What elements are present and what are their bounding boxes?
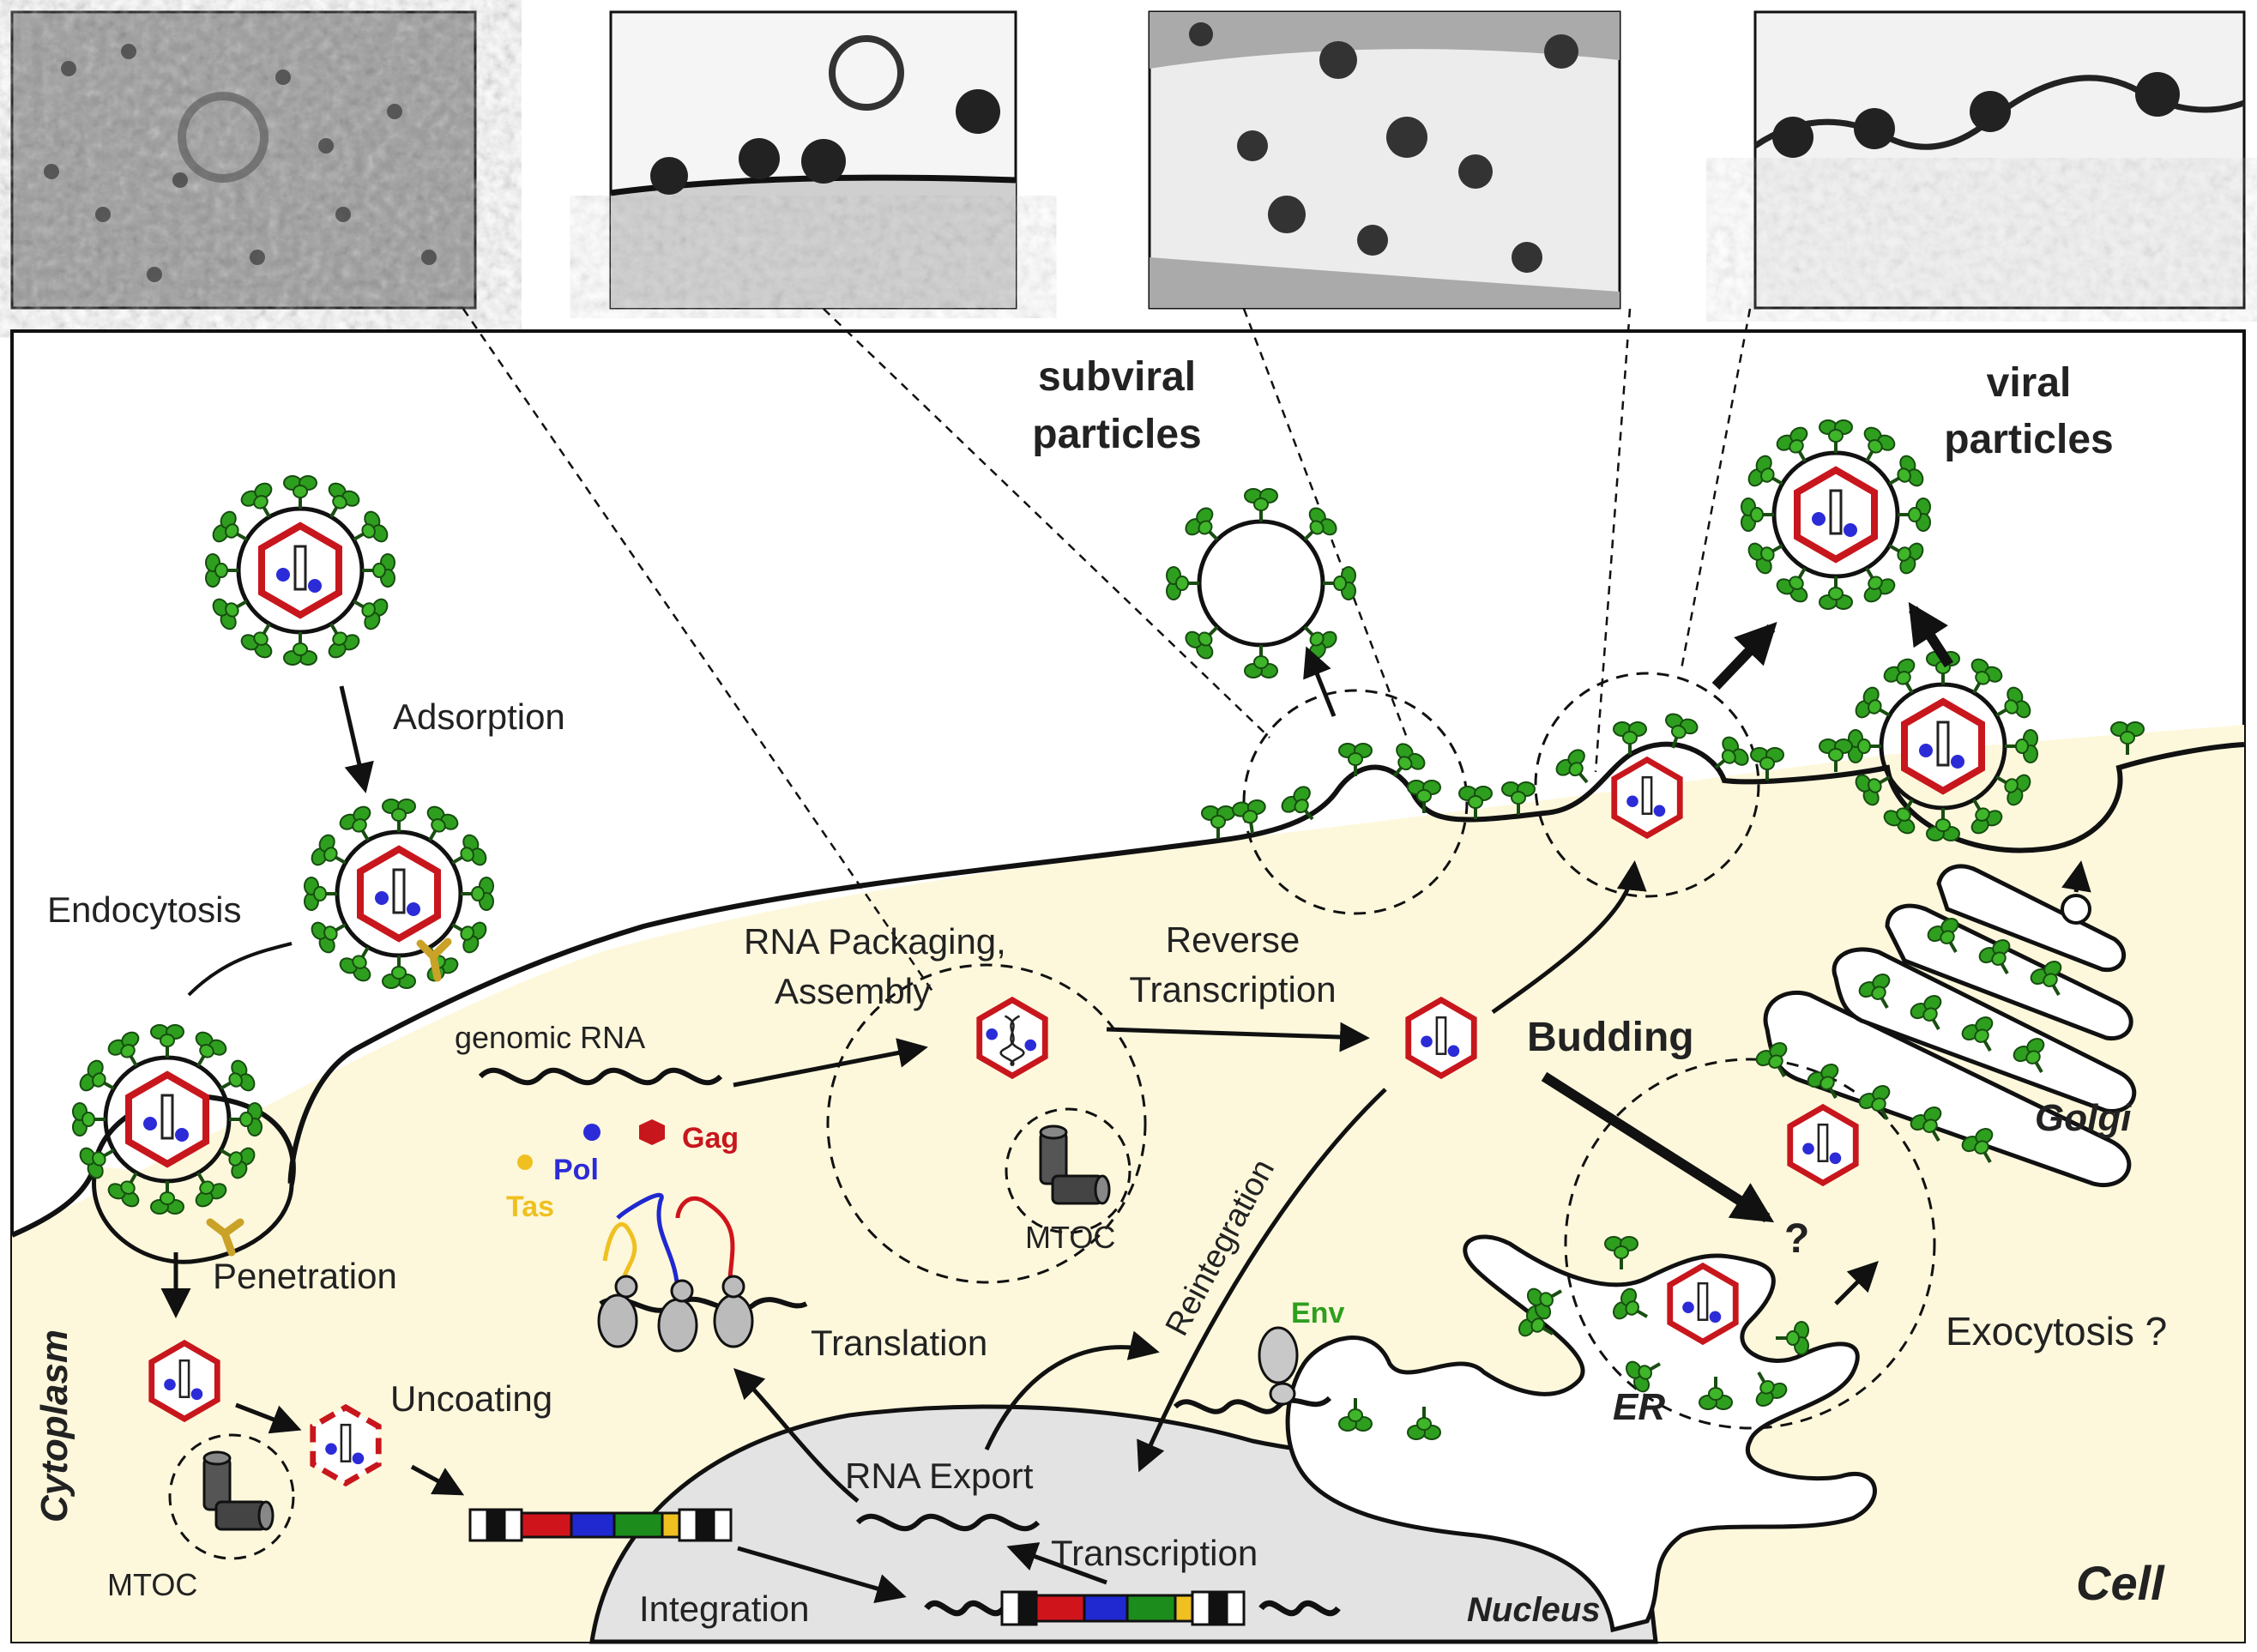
plasma-membrane — [10, 741, 2245, 1238]
exocytosis-label: Exocytosis ? — [1946, 1309, 2167, 1354]
pol-dot — [583, 1124, 600, 1141]
rna-packaging-label-line1: RNA Packaging, — [744, 921, 1006, 962]
uncoating-label: Uncoating — [390, 1378, 552, 1419]
viral-title-line1: viral — [1987, 360, 2072, 406]
mtoc-left-label: MTOC — [107, 1567, 197, 1602]
mtoc-center-label: MTOC — [1025, 1220, 1115, 1255]
adsorption-label: Adsorption — [393, 696, 565, 737]
tas-dot — [517, 1155, 533, 1170]
core-golgi — [1790, 1107, 1856, 1183]
nuclear-rna — [855, 1513, 1041, 1532]
integration-label: Integration — [639, 1589, 809, 1629]
rna-export-label: RNA Export — [845, 1456, 1034, 1496]
gag-label: Gag — [682, 1122, 739, 1155]
cell-label: Cell — [2076, 1556, 2165, 1610]
genomic-rna — [478, 1067, 723, 1086]
rna-packaging-label-line2: Assembly — [775, 971, 931, 1011]
budding-label: Budding — [1527, 1015, 1694, 1060]
golgi-label: Golgi — [2035, 1097, 2132, 1139]
callout-lines — [462, 308, 1752, 996]
translation-label: Translation — [811, 1323, 987, 1363]
subviral-particle — [1165, 487, 1357, 679]
subviral-title-line2: particles — [1032, 412, 1201, 457]
tas-label: Tas — [506, 1191, 554, 1223]
er-label: ER — [1613, 1386, 1665, 1428]
endocytosis-label: Endocytosis — [47, 889, 241, 930]
micrograph-panel-3 — [1148, 10, 1621, 310]
pol-label: Pol — [553, 1154, 599, 1186]
gag-icon — [639, 1119, 665, 1145]
receptor-icon — [206, 938, 452, 1257]
penetration-label: Penetration — [213, 1256, 397, 1296]
micrograph-panel-4 — [1753, 10, 2246, 310]
thick-arrows — [1541, 601, 1954, 1223]
transcription-label: Transcription — [1051, 1533, 1258, 1573]
env-label: Env — [1291, 1297, 1344, 1329]
endocytic-vesicle — [92, 1166, 294, 1264]
reverse-transcription-label-line2: Transcription — [1129, 969, 1336, 1010]
nucleus-label: Nucleus — [1467, 1591, 1601, 1629]
core-assembled — [1409, 1000, 1475, 1076]
env-ribosome — [1173, 1326, 1332, 1414]
core-uncoating — [310, 1403, 382, 1487]
core-penetrated — [152, 1343, 218, 1419]
viral-dna-cytoplasm — [468, 1508, 733, 1542]
core-rna-packaging — [976, 996, 1048, 1080]
integrated-provirus — [924, 1590, 1341, 1626]
cytoplasm-label: Cytoplasm — [33, 1329, 75, 1522]
micrograph-panel-2 — [609, 10, 1017, 310]
golgi-vesicle — [2061, 894, 2091, 925]
reverse-transcription-label-line1: Reverse — [1166, 919, 1300, 960]
question-mark: ? — [1784, 1216, 1809, 1262]
subviral-title-line1: subviral — [1038, 354, 1196, 400]
core-budding — [1614, 760, 1681, 835]
genomic-rna-label: genomic RNA — [455, 1020, 645, 1055]
micrograph-panel-1 — [10, 10, 477, 310]
polysome — [597, 1192, 808, 1353]
er-membrane — [1285, 1234, 1877, 1633]
process-arrows — [160, 646, 2091, 1604]
core-er — [1670, 1266, 1736, 1341]
viral-title-line2: particles — [1944, 417, 2113, 462]
